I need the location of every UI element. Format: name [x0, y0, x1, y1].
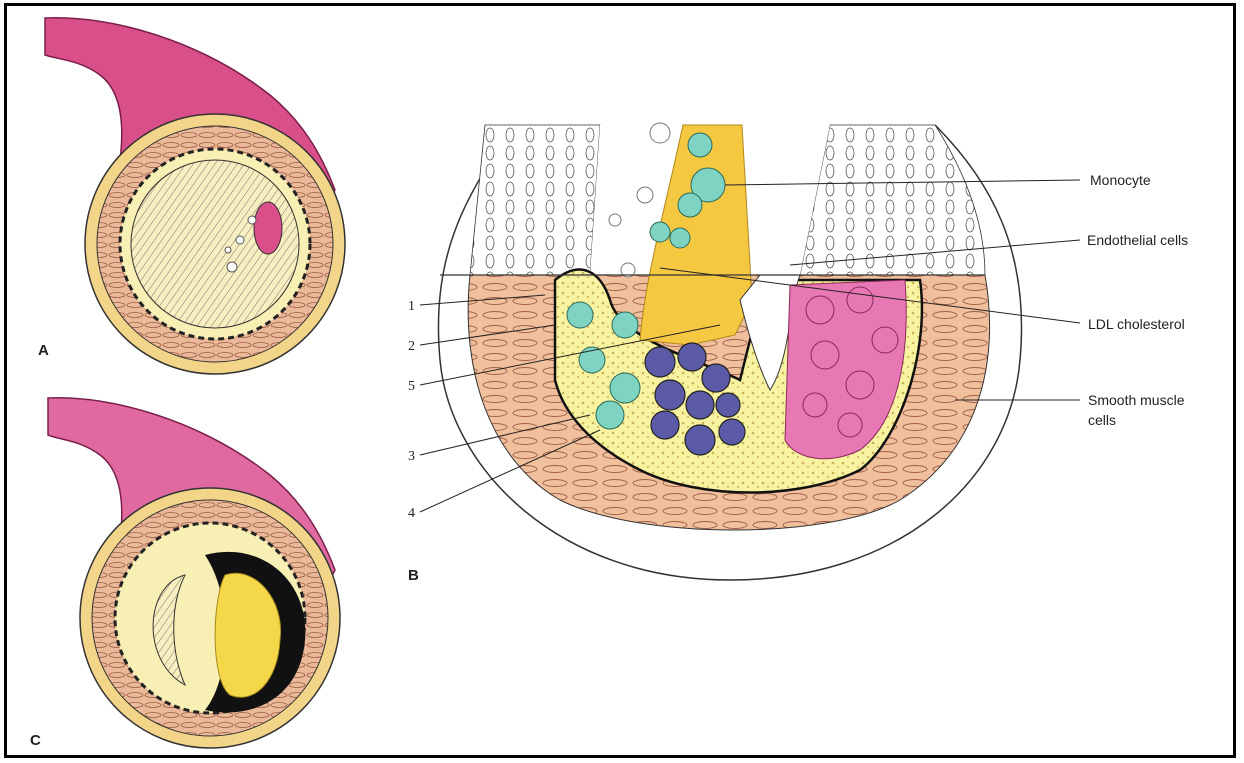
endothelium-left-b	[470, 125, 600, 275]
label-ldl-cholesterol: LDL cholesterol	[1088, 316, 1185, 332]
panel-label-c: C	[30, 732, 41, 749]
panel-label-b: B	[408, 567, 419, 584]
endothelium-right-b	[800, 125, 985, 275]
panel-label-a: A	[38, 342, 49, 359]
label-smooth-muscle: Smooth muscle	[1088, 392, 1185, 408]
panel-a-artery: A	[38, 18, 345, 374]
panel-b-diagram: Monocyte Endothelial cells LDL cholester…	[408, 123, 1188, 584]
number-1: 1	[408, 299, 415, 314]
label-monocyte: Monocyte	[1090, 172, 1151, 188]
label-smooth-muscle-cells: cells	[1088, 412, 1116, 428]
number-3: 3	[408, 449, 415, 464]
number-5: 5	[408, 379, 415, 394]
label-endothelial-cells: Endothelial cells	[1087, 232, 1188, 248]
panel-c-artery: C	[30, 398, 340, 749]
early-lesion-a	[254, 202, 282, 254]
number-4: 4	[408, 506, 415, 521]
number-2: 2	[408, 339, 415, 354]
